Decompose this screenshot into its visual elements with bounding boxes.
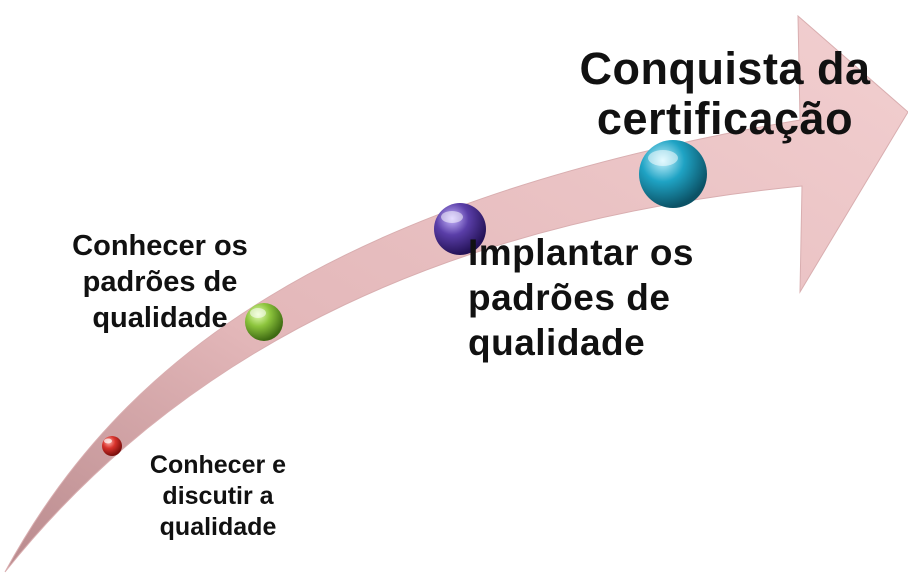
step-4-label: Conquista da certificação: [579, 43, 871, 144]
step-3-label: Implantar os padrões de qualidade: [468, 232, 694, 363]
step-1-label: Conhecer e discutir a qualidade: [149, 451, 287, 541]
step-4-marker: [639, 140, 707, 208]
step-2-label: Conhecer os padrões de qualidade: [72, 230, 248, 334]
